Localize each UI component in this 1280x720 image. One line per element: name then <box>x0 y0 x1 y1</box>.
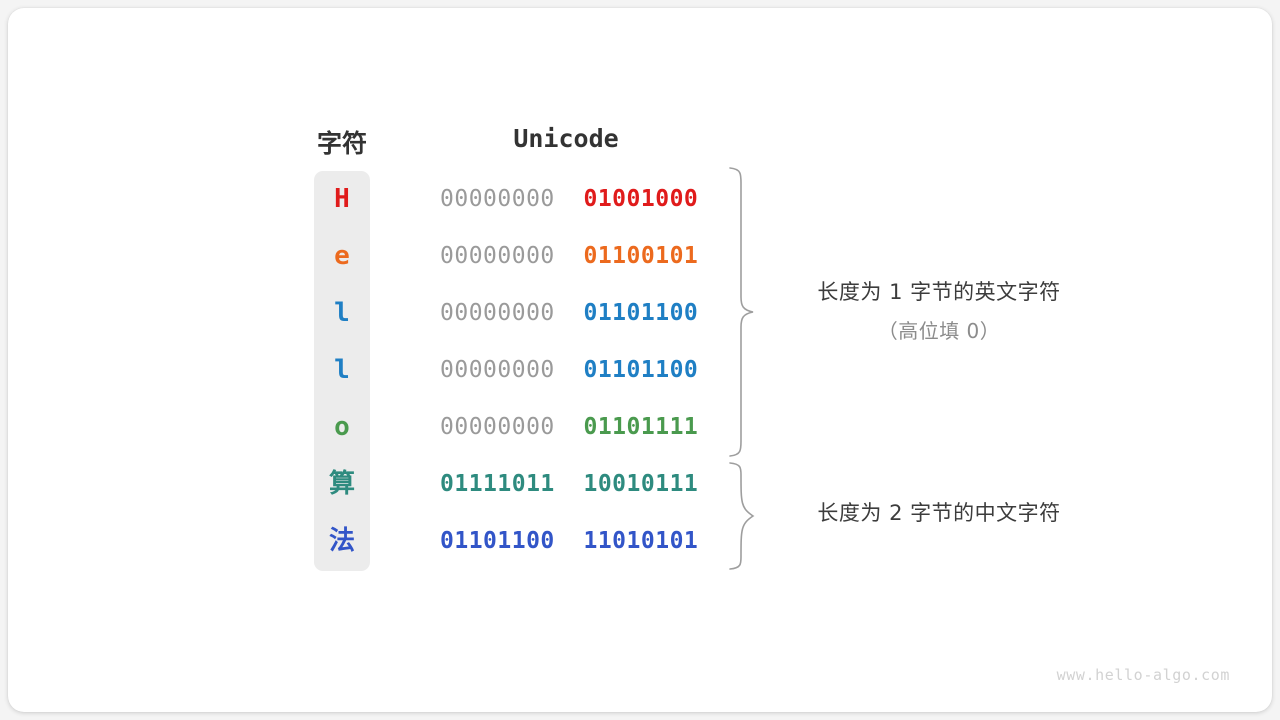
row-low-byte: 11010101 <box>583 528 699 554</box>
row-low-byte: 01001000 <box>583 186 699 212</box>
row-character: e <box>334 241 350 271</box>
byte-separator <box>555 471 584 497</box>
row-unicode-bits: 00000000 01100101 <box>440 228 698 285</box>
byte-separator <box>555 300 584 326</box>
row-character: H <box>334 184 350 214</box>
table-row: 算 01111011 10010111 <box>8 456 1272 513</box>
row-high-byte: 00000000 <box>440 357 555 383</box>
row-low-byte: 01101100 <box>583 357 699 383</box>
annotation-one-byte-line2: （高位填 0） <box>877 319 1001 343</box>
row-unicode-bits: 00000000 01101100 <box>440 342 698 399</box>
row-low-byte: 01101111 <box>583 414 699 440</box>
annotation-two-byte-line1: 长度为 2 字节的中文字符 <box>817 501 1061 525</box>
table-row: 法 01101100 11010101 <box>8 513 1272 570</box>
column-header-unicode: Unicode <box>513 124 619 153</box>
byte-separator <box>555 243 584 269</box>
row-character: 法 <box>328 526 355 556</box>
row-high-byte: 00000000 <box>440 243 555 269</box>
row-high-byte: 01101100 <box>440 528 555 554</box>
watermark: www.hello-algo.com <box>1056 666 1230 684</box>
annotation-two-byte: 长度为 2 字节的中文字符 <box>784 497 1094 527</box>
table-row: e 00000000 01100101 <box>8 228 1272 285</box>
row-low-byte: 01101100 <box>583 300 699 326</box>
byte-separator <box>555 414 584 440</box>
brace-one-byte-group <box>729 167 754 457</box>
byte-separator <box>555 186 584 212</box>
table-row: l 00000000 01101100 <box>8 285 1272 342</box>
row-unicode-bits: 01111011 10010111 <box>440 456 698 513</box>
byte-separator <box>555 528 584 554</box>
row-unicode-bits: 00000000 01001000 <box>440 171 698 228</box>
annotation-one-byte: 长度为 1 字节的英文字符 （高位填 0） <box>784 276 1094 344</box>
row-high-byte: 00000000 <box>440 186 555 212</box>
table-row: l 00000000 01101100 <box>8 342 1272 399</box>
row-character: o <box>334 412 350 442</box>
column-header-character: 字符 <box>316 129 367 158</box>
row-character: l <box>334 298 350 328</box>
character-column-panel <box>314 171 370 571</box>
row-unicode-bits: 00000000 01101111 <box>440 399 698 456</box>
row-unicode-bits: 00000000 01101100 <box>440 285 698 342</box>
row-character: 算 <box>328 469 355 499</box>
row-high-byte: 00000000 <box>440 414 555 440</box>
diagram-card: 字符 Unicode H 00000000 01001000 e 00000000 0… <box>8 8 1272 712</box>
table-row: o 00000000 01101111 <box>8 399 1272 456</box>
row-low-byte: 01100101 <box>583 243 699 269</box>
row-unicode-bits: 01101100 11010101 <box>440 513 698 570</box>
row-high-byte: 00000000 <box>440 300 555 326</box>
row-high-byte: 01111011 <box>440 471 555 497</box>
row-character: l <box>334 355 350 385</box>
row-low-byte: 10010111 <box>583 471 699 497</box>
annotation-one-byte-line1: 长度为 1 字节的英文字符 <box>817 280 1061 304</box>
brace-two-byte-group <box>729 462 755 570</box>
table-row: H 00000000 01001000 <box>8 171 1272 228</box>
byte-separator <box>555 357 584 383</box>
